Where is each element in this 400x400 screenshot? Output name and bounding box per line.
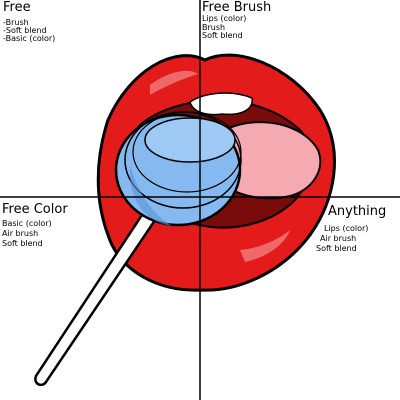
quadrant-top-left-item: -Soft blend (3, 26, 47, 35)
quadrant-top-right-item: Soft blend (202, 31, 243, 40)
lollipop-candy (114, 111, 242, 227)
quadrant-bottom-right-item: Air brush (320, 234, 357, 243)
quadrant-bottom-right-title: Anything (328, 204, 387, 219)
quadrant-top-right-title: Free Brush (202, 0, 272, 15)
quadrant-bottom-right-item: Soft blend (316, 244, 357, 253)
quadrant-bottom-right-item: Lips (color) (324, 224, 369, 233)
quadrant-top-left-item: -Brush (3, 18, 29, 27)
quadrant-top-right-item: Lips (color) (202, 14, 247, 23)
lip-highlight-top (150, 70, 198, 95)
quadrant-top-right-item: Brush (202, 23, 226, 32)
lip-highlight-bottom (240, 230, 290, 262)
quadrant-bottom-left-item: Soft blend (2, 239, 43, 248)
quadrant-bottom-left-item: Air brush (2, 229, 39, 238)
lollipop-stick (34, 178, 178, 387)
quadrant-bottom-left-title: Free Color (2, 202, 68, 217)
quadrant-bottom-left-item: Basic (color) (2, 219, 52, 228)
quadrant-top-left-title: Free (3, 0, 31, 15)
quadrant-top-left-item: -Basic (color) (3, 34, 56, 43)
